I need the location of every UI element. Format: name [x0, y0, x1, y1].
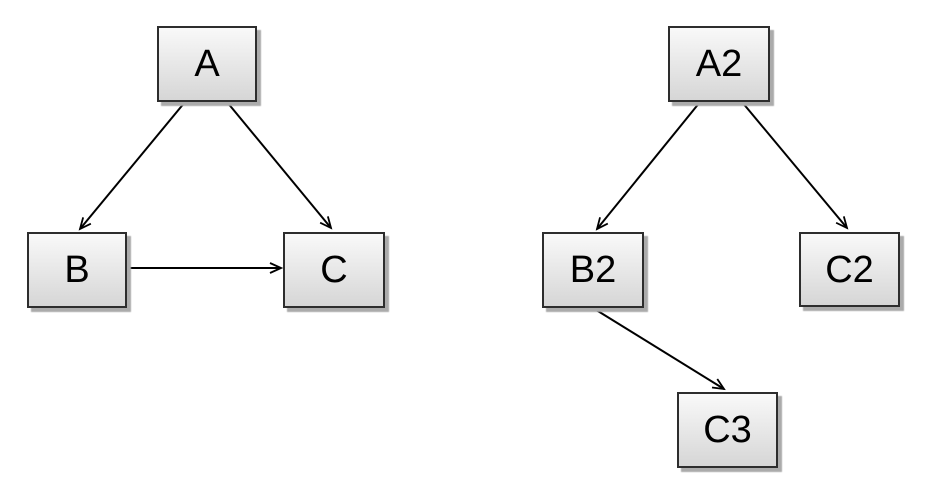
node-label: B [64, 249, 90, 291]
node-A2[interactable]: A2 [668, 26, 770, 102]
node-label: A2 [695, 43, 743, 85]
edge-A2-C2[interactable] [741, 101, 847, 228]
node-label: C [320, 249, 348, 291]
edge-A2-B2[interactable] [597, 101, 701, 229]
node-B2[interactable]: B2 [542, 232, 644, 308]
node-label: A [194, 43, 220, 85]
node-label: B2 [569, 249, 617, 291]
node-A[interactable]: A [157, 26, 257, 102]
edge-B2-C3[interactable] [592, 307, 724, 389]
node-C2[interactable]: C2 [799, 232, 900, 307]
node-B[interactable]: B [27, 232, 127, 308]
edge-A-C[interactable] [226, 101, 331, 228]
edge-A-B[interactable] [80, 101, 186, 229]
node-C3[interactable]: C3 [677, 392, 778, 468]
node-label: C3 [703, 409, 752, 451]
node-C[interactable]: C [283, 232, 385, 308]
node-label: C2 [825, 248, 874, 291]
